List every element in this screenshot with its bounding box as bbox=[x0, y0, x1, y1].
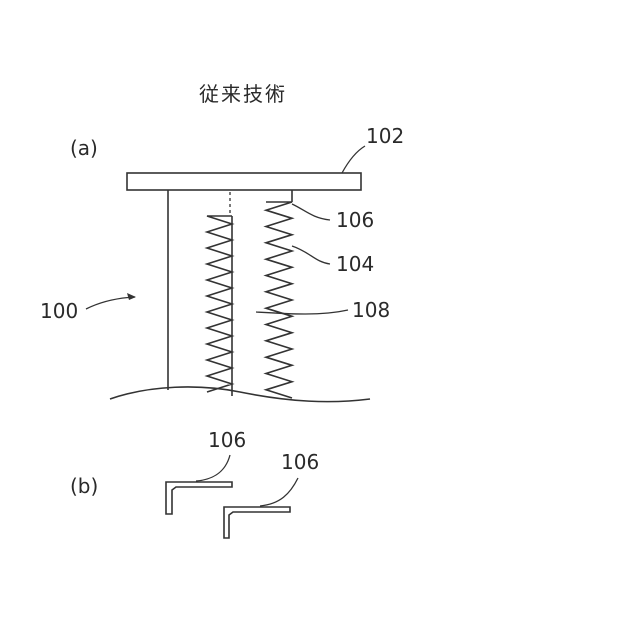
leader-102 bbox=[342, 146, 365, 173]
arrowhead-100 bbox=[127, 293, 136, 300]
ref-106-b2: 106 bbox=[281, 452, 319, 472]
arrow-100 bbox=[86, 297, 135, 309]
panel-a-tag: (a) bbox=[70, 138, 98, 158]
ref-104: 104 bbox=[336, 254, 374, 274]
figure-title: 従来技術 bbox=[199, 84, 287, 104]
base-surface bbox=[110, 387, 370, 402]
leader-108 bbox=[256, 310, 348, 314]
leader-104 bbox=[292, 246, 330, 264]
ref-102: 102 bbox=[366, 126, 404, 146]
leader-106-b2 bbox=[260, 478, 298, 506]
top-plate bbox=[127, 173, 361, 190]
ref-108: 108 bbox=[352, 300, 390, 320]
spring-left bbox=[207, 216, 232, 392]
ref-106: 106 bbox=[336, 210, 374, 230]
panel-b-tag: (b) bbox=[70, 476, 98, 496]
bracket-106-1 bbox=[166, 482, 232, 514]
leader-106-b1 bbox=[196, 455, 230, 481]
ref-106-b1: 106 bbox=[208, 430, 246, 450]
bracket-106-2 bbox=[224, 507, 290, 538]
spring-right bbox=[266, 202, 292, 398]
leader-106 bbox=[292, 204, 330, 220]
ref-100: 100 bbox=[40, 301, 78, 321]
